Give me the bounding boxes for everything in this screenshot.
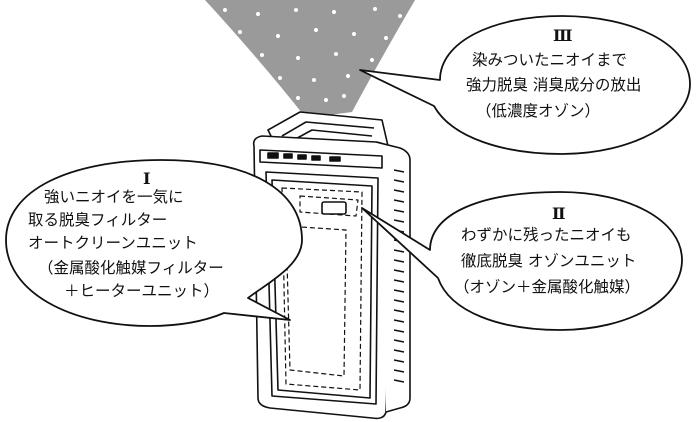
purifier-side-panel — [375, 141, 411, 413]
callout-one-line-3: オートクリーンユニット — [28, 234, 198, 252]
callout-one-line-2: 取る脱臭フィルター — [28, 211, 168, 229]
callout-three-line-2: 強力脱臭 消臭成分の放出 — [466, 76, 642, 94]
callout-two-line-2: 徹底脱臭 オゾンユニット — [461, 252, 637, 270]
callout-two-line-1: わずかに残ったニオイも — [461, 226, 632, 244]
callout-three-line-3: （低濃度オゾン） — [476, 102, 601, 120]
air-plume — [205, 0, 415, 118]
air-purifier — [252, 111, 411, 420]
callout-three-line-1: 染みついたニオイまで — [472, 51, 628, 69]
ozone-unit-outline — [299, 195, 359, 217]
callout-one-numeral: Ⅰ — [143, 169, 151, 188]
callout-one-line-1: 強いニオイを一気に — [44, 188, 184, 206]
callout-one-bubble — [5, 159, 303, 327]
callout-three-numeral: Ⅲ — [553, 26, 573, 45]
deodorizing-filter-outline — [285, 225, 347, 377]
callout-two-numeral: Ⅱ — [552, 204, 566, 223]
callout-two-bubble — [361, 191, 683, 331]
plume-particles — [223, 7, 402, 102]
callout-one-line-4: （金属酸化触媒フィルター — [38, 259, 224, 277]
callout-two-line-3: （オゾン＋金属酸化触媒） — [454, 278, 641, 296]
callout-three-bubble — [359, 15, 691, 155]
ozone-unit-window — [321, 201, 347, 215]
callout-one-line-5: ＋ヒーターユニット） — [64, 282, 220, 300]
